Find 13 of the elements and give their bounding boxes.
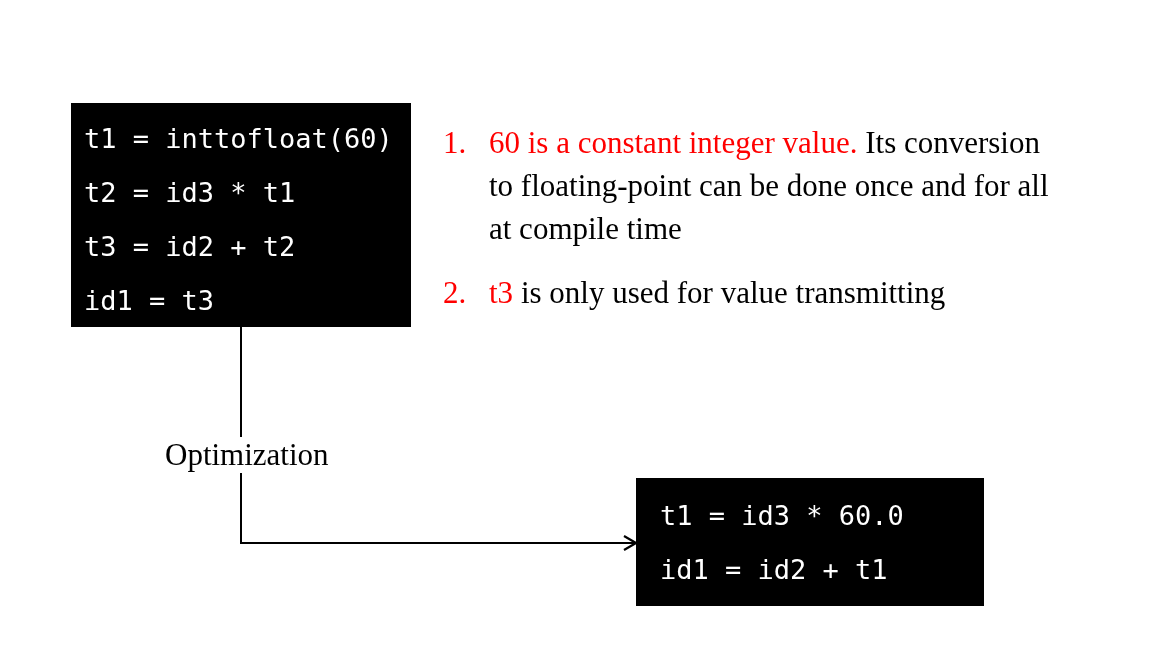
code-block — [71, 103, 411, 327]
code-line: t2 = id3 * t1 — [84, 176, 296, 210]
connector-arrow — [240, 326, 638, 552]
list-number: 1. — [443, 124, 467, 162]
list-number: 2. — [443, 274, 467, 312]
note-text: t3 is only used for value transmitting — [489, 274, 947, 312]
code-line: t1 = id3 * 60.0 — [660, 499, 904, 533]
code-line: id1 = t3 — [84, 284, 215, 318]
code-line: t3 = id2 + t2 — [84, 230, 296, 264]
code-line: t1 = inttofloat(60) — [84, 122, 393, 156]
note-text: 60 is a constant integer value. Its conversion to floating-point can be done once and for all at compile time — [489, 124, 1050, 248]
code-block — [636, 478, 984, 606]
code-line: id1 = id2 + t1 — [660, 553, 888, 587]
